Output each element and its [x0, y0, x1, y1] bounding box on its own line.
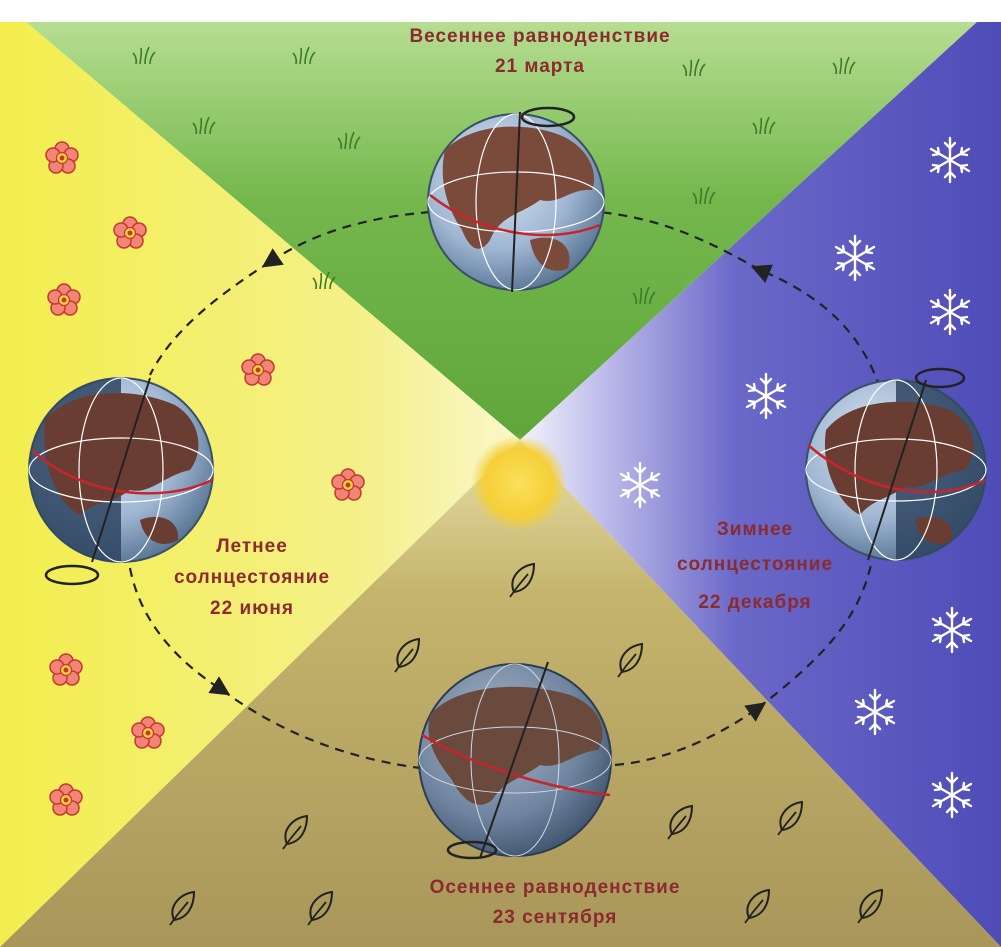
winter-date: 22 декабря: [698, 592, 811, 613]
summer-title-line2: солнцестояние: [174, 567, 330, 588]
spring-title: Весеннее равноденствие: [409, 26, 670, 47]
earth-globe-spring: [427, 106, 605, 293]
earth-globe-autumn: [418, 661, 612, 860]
winter-label: Зимнее солнцестояние 22 декабря: [677, 519, 833, 613]
spring-date: 21 марта: [495, 56, 585, 77]
autumn-title: Осеннее равноденствие: [430, 877, 681, 898]
winter-title-line2: солнцестояние: [677, 554, 833, 575]
top-margin: [0, 0, 1001, 22]
winter-title-line1: Зимнее: [717, 519, 793, 540]
sun: [471, 435, 567, 531]
winter-sector: [520, 0, 1001, 947]
spring-label: Весеннее равноденствие 21 марта: [409, 26, 670, 77]
autumn-label: Осеннее равноденствие 23 сентября: [430, 877, 681, 928]
autumn-date: 23 сентября: [493, 907, 618, 928]
summer-title-line1: Летнее: [216, 536, 288, 557]
orbit-path: [128, 210, 882, 770]
earth-globe-winter: [805, 367, 987, 561]
summer-date: 22 июня: [210, 598, 294, 619]
summer-label: Летнее солнцестояние 22 июня: [174, 536, 330, 619]
earth-globe-summer: [28, 377, 214, 586]
